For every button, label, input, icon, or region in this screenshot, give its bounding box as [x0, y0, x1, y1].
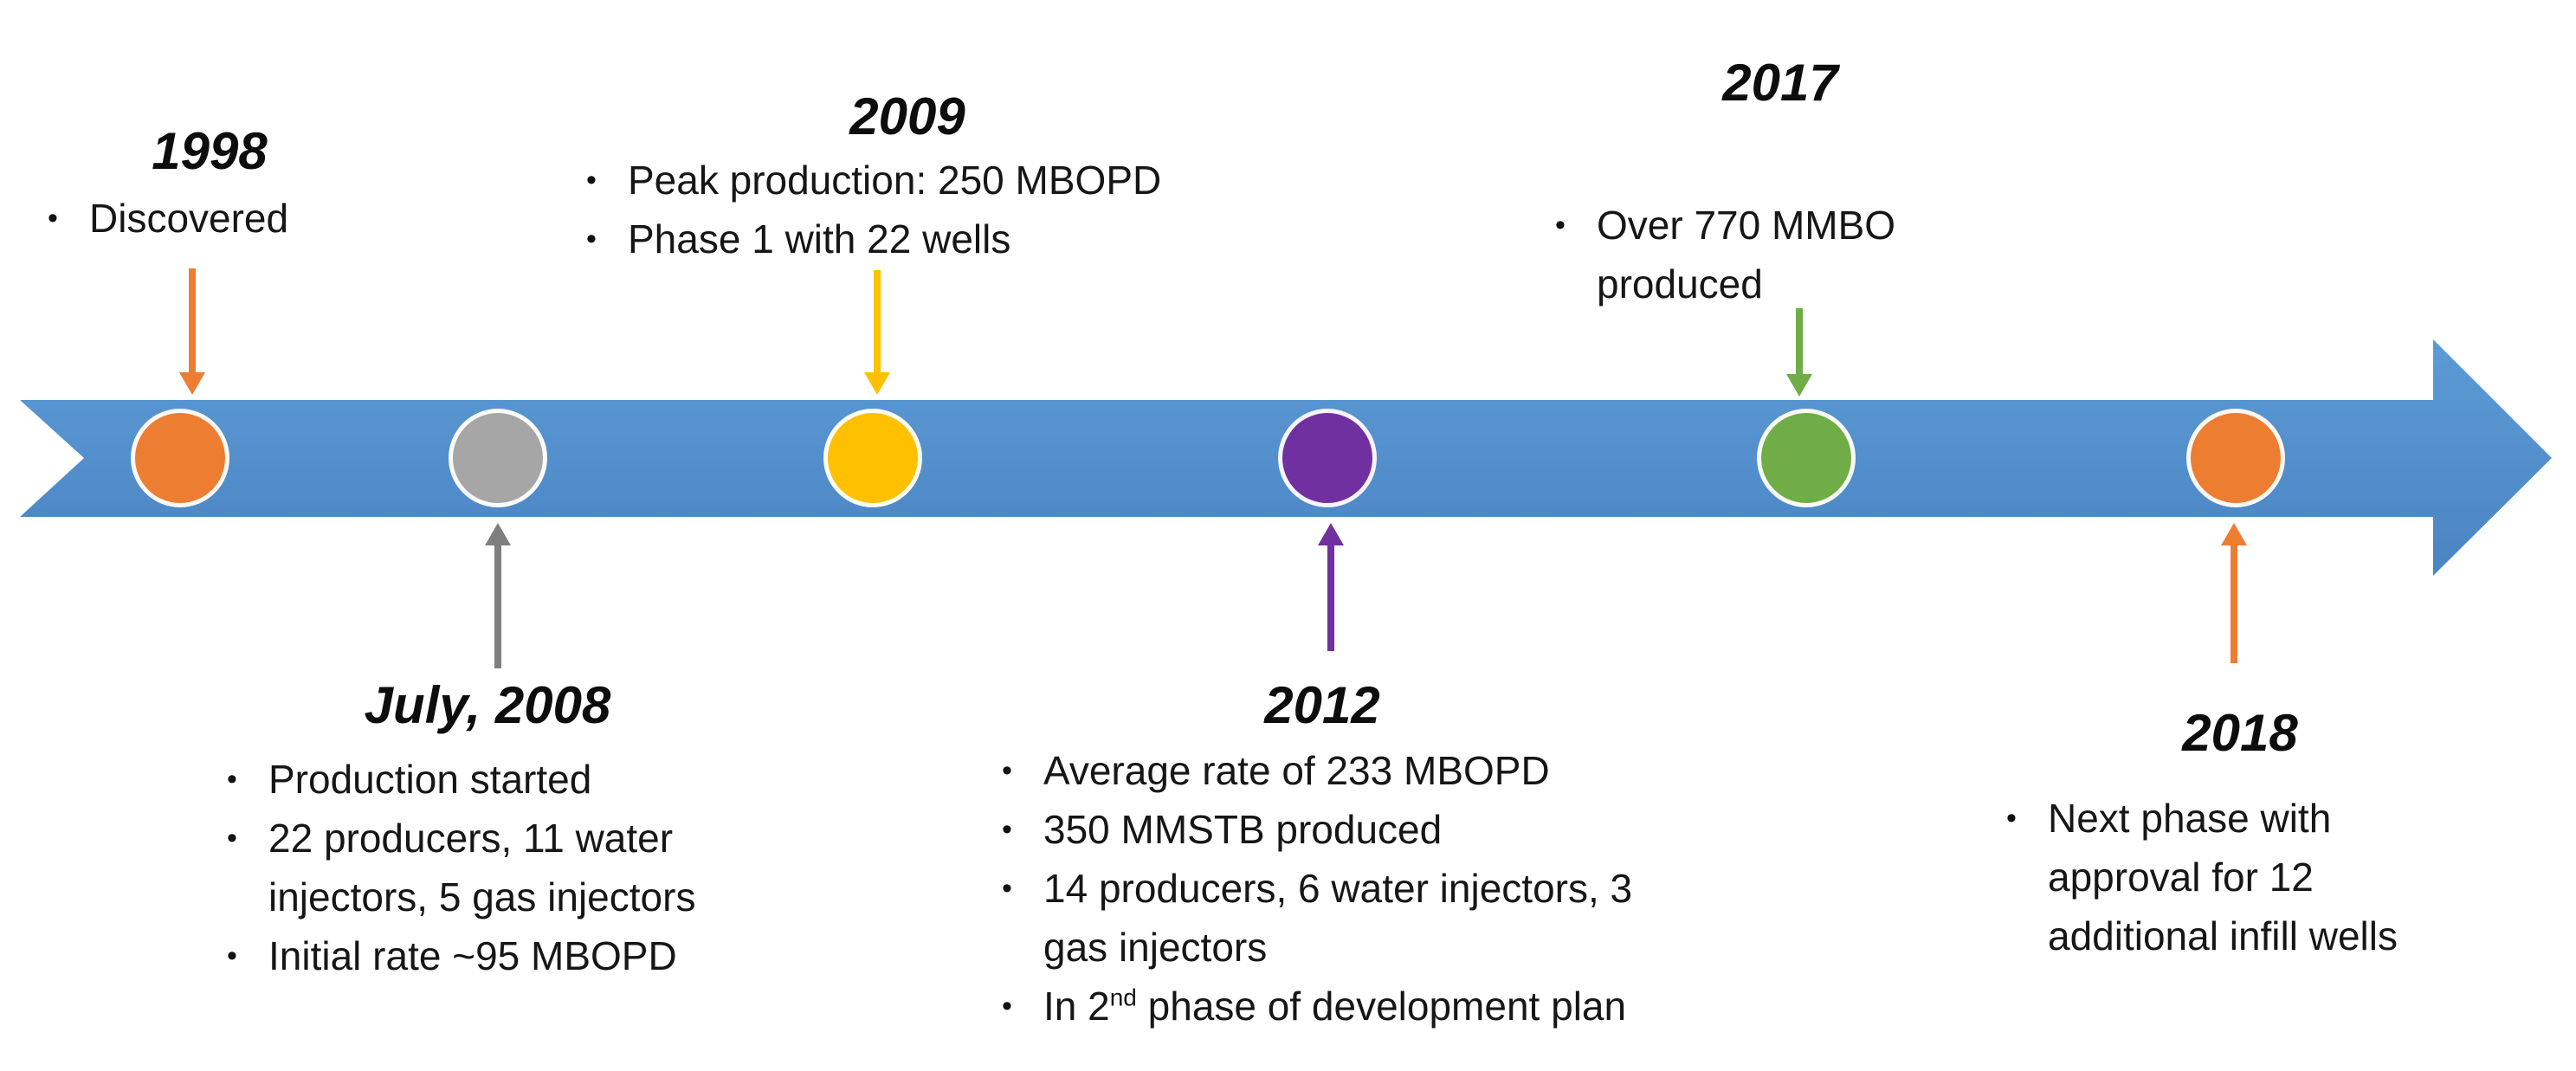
- milestone-circle-2017: [1757, 409, 1856, 507]
- list-item: • In 2nd phase of development plan: [1002, 977, 1632, 1036]
- milestone-circle-2018: [2186, 409, 2285, 507]
- arrow-up-icon: [2221, 523, 2247, 545]
- arrow-shaft: [874, 270, 881, 374]
- list-item: • Production started: [227, 750, 695, 809]
- list-item: • 22 producers, 11 water: [227, 809, 695, 868]
- note-text: Phase 1 with 22 wells: [628, 216, 1011, 261]
- connector-arrow-1998: [179, 268, 205, 395]
- arrow-shaft: [2231, 544, 2237, 663]
- note-text: Production started: [268, 757, 592, 802]
- note-text: injectors, 5 gas injectors: [268, 874, 696, 919]
- arrow-down-icon: [1786, 374, 1812, 397]
- note-text-post: phase of development plan: [1136, 984, 1627, 1029]
- list-item: • 350 MMSTB produced: [1002, 800, 1632, 859]
- bullet-icon: •: [227, 763, 237, 796]
- note-text: produced: [1597, 261, 1763, 306]
- list-item: • Next phase with: [2006, 789, 2398, 848]
- milestone-circle-july2008: [449, 409, 547, 507]
- list-item: • Average rate of 233 MBOPD: [1002, 741, 1632, 800]
- bullet-icon: •: [48, 202, 58, 235]
- note-text-pre: In 2: [1043, 984, 1110, 1029]
- note-text: Average rate of 233 MBOPD: [1043, 748, 1550, 793]
- bullet-spacer: [227, 868, 268, 926]
- milestone-notes-2012: • Average rate of 233 MBOPD • 350 MMSTB …: [1002, 741, 1632, 1036]
- milestone-circle-2009: [823, 409, 922, 507]
- list-item: • Initial rate ~95 MBOPD: [227, 926, 695, 985]
- ordinal-superscript: nd: [1109, 984, 1137, 1011]
- milestone-title-july2008: July, 2008: [364, 676, 611, 734]
- bullet-spacer: [1555, 255, 1597, 313]
- note-text: Discovered: [89, 196, 289, 241]
- list-item: • Discovered: [48, 189, 288, 248]
- milestone-notes-2017: • Over 770 MMBO produced: [1555, 196, 1895, 313]
- note-text: 22 producers, 11 water: [268, 816, 674, 861]
- bullet-spacer: [2006, 906, 2048, 965]
- bullet-icon: •: [1002, 754, 1012, 787]
- bullet-spacer: [1002, 918, 1043, 977]
- note-text: Peak production: 250 MBOPD: [628, 158, 1162, 203]
- list-item-continuation: additional infill wells: [2006, 906, 2398, 965]
- milestone-title-2009: 2009: [849, 87, 965, 145]
- note-text: Next phase with: [2048, 796, 2332, 841]
- bullet-icon: •: [1555, 209, 1566, 242]
- connector-arrow-2017: [1786, 308, 1812, 397]
- bullet-spacer: [2006, 848, 2048, 906]
- bullet-icon: •: [227, 939, 237, 972]
- milestone-title-2012: 2012: [1264, 676, 1380, 734]
- bullet-icon: •: [1002, 872, 1012, 905]
- arrow-shaft: [494, 544, 501, 668]
- milestone-title-2017: 2017: [1722, 54, 1838, 112]
- bullet-icon: •: [227, 822, 237, 855]
- bullet-icon: •: [2006, 802, 2017, 835]
- note-text: In 2nd phase of development plan: [1043, 977, 1626, 1036]
- note-text: 14 producers, 6 water injectors, 3: [1043, 866, 1633, 911]
- list-item: • 14 producers, 6 water injectors, 3: [1002, 859, 1632, 918]
- list-item: • Peak production: 250 MBOPD: [586, 151, 1161, 210]
- milestone-title-1998: 1998: [152, 122, 268, 180]
- connector-arrow-july2008: [485, 523, 511, 668]
- note-text: 350 MMSTB produced: [1043, 807, 1443, 852]
- list-item: • Over 770 MMBO: [1555, 196, 1895, 255]
- milestone-notes-july2008: • Production started • 22 producers, 11 …: [227, 750, 695, 985]
- list-item: • Phase 1 with 22 wells: [586, 210, 1161, 268]
- arrow-shaft: [1796, 308, 1803, 376]
- bullet-icon: •: [1002, 990, 1012, 1023]
- list-item-continuation: approval for 12: [2006, 848, 2398, 906]
- milestone-circle-2012: [1278, 409, 1377, 507]
- note-text: Over 770 MMBO: [1597, 203, 1896, 248]
- arrow-shaft: [189, 268, 196, 374]
- note-text: Initial rate ~95 MBOPD: [268, 933, 677, 978]
- list-item-continuation: gas injectors: [1002, 918, 1632, 977]
- connector-arrow-2009: [864, 270, 890, 397]
- arrow-up-icon: [485, 523, 511, 545]
- arrow-down-icon: [179, 372, 205, 395]
- arrow-up-icon: [1318, 523, 1344, 545]
- bullet-icon: •: [1002, 813, 1012, 846]
- arrow-shaft: [1327, 544, 1334, 651]
- milestone-title-2018: 2018: [2182, 704, 2298, 762]
- milestone-notes-1998: • Discovered: [48, 189, 288, 248]
- bullet-icon: •: [586, 223, 597, 255]
- note-text: additional infill wells: [2048, 913, 2398, 958]
- note-text: gas injectors: [1043, 925, 1268, 970]
- note-text: approval for 12: [2048, 855, 2314, 900]
- milestone-notes-2009: • Peak production: 250 MBOPD • Phase 1 w…: [586, 151, 1161, 268]
- milestone-notes-2018: • Next phase with approval for 12 additi…: [2006, 789, 2398, 965]
- list-item-continuation: produced: [1555, 255, 1895, 313]
- milestone-circle-1998: [131, 409, 229, 507]
- list-item-continuation: injectors, 5 gas injectors: [227, 868, 695, 926]
- bullet-icon: •: [586, 164, 597, 197]
- connector-arrow-2018: [2221, 523, 2247, 663]
- arrow-down-icon: [864, 372, 890, 395]
- connector-arrow-2012: [1318, 523, 1344, 651]
